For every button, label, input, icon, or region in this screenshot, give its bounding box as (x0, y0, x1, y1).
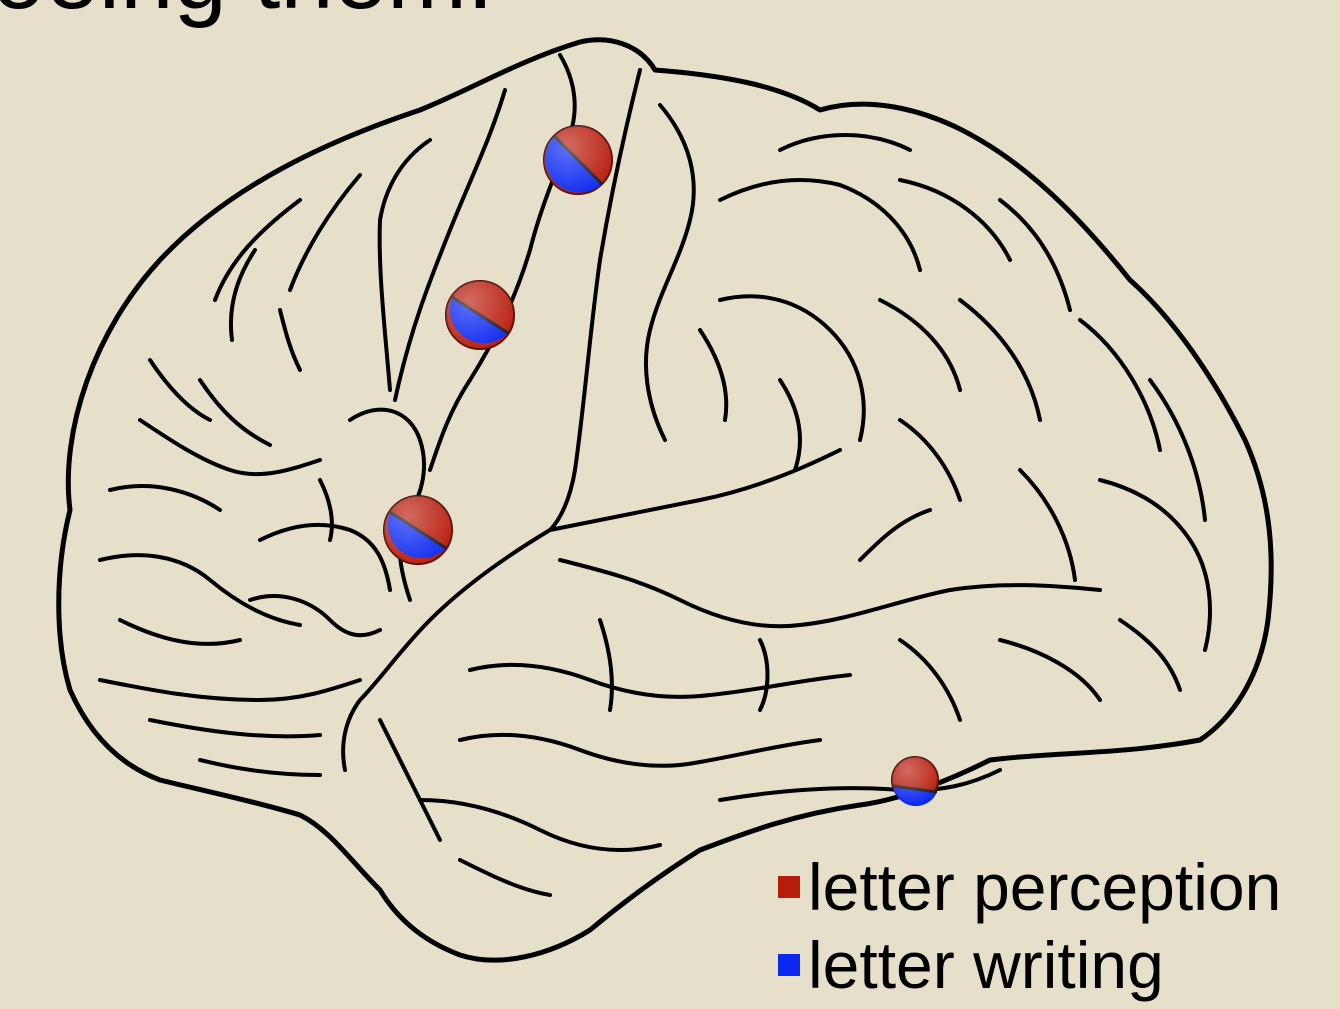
perception-swatch-icon (778, 876, 800, 898)
marker-1 (544, 126, 612, 194)
legend-item-perception: letter perception (778, 848, 1281, 926)
legend-label-perception: letter perception (808, 848, 1281, 926)
marker-3 (384, 496, 452, 564)
writing-swatch-icon (778, 954, 800, 976)
legend-item-writing: letter writing (778, 926, 1281, 1004)
legend-label-writing: letter writing (808, 926, 1164, 1004)
legend: letter perception letter writing (778, 848, 1281, 1004)
marker-2 (446, 281, 514, 349)
brain-outline (59, 40, 1271, 960)
